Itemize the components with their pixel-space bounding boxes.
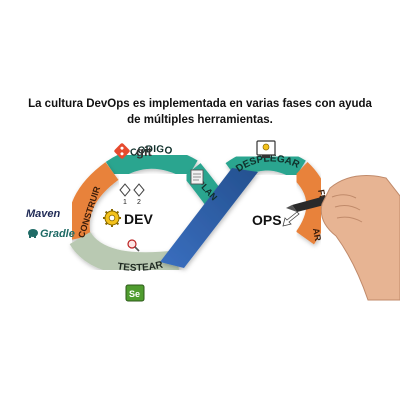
svg-text:2: 2 — [137, 199, 141, 206]
caption: La cultura DevOps es implementada en var… — [20, 96, 380, 128]
svg-text:1: 1 — [123, 199, 127, 206]
segment-codigo — [105, 146, 198, 181]
test-magnifier-icon — [127, 239, 140, 252]
phase-label-codigo: CODIGO — [129, 144, 174, 159]
selenium-icon: Se — [125, 284, 145, 302]
git-label: git — [136, 144, 153, 159]
plan-document-icon — [190, 169, 204, 185]
gradle-elephant-icon — [28, 229, 38, 238]
git-logo-icon — [114, 143, 130, 159]
phase-label-testear: TESTEAR — [117, 259, 165, 273]
maven-logo: Maven — [26, 208, 61, 220]
deploy-monitor-icon — [256, 140, 276, 158]
gradle-logo: Gradle — [40, 228, 75, 240]
segment-desplegar — [225, 148, 306, 182]
caption-line-2: de múltiples herramientas. — [127, 114, 273, 126]
monitoring-arrow-icon — [282, 211, 300, 227]
phase-label-fragment-bottom: AR — [311, 227, 323, 242]
flow-steps-icon: 1 2 — [119, 183, 145, 206]
segment-construir — [67, 162, 119, 241]
caption-line-1: La cultura DevOps es implementada en var… — [28, 98, 372, 110]
hand-with-marker-image — [286, 175, 400, 301]
ops-label: OPS — [252, 212, 282, 228]
segment-testear — [69, 231, 180, 277]
segment-crossover — [160, 168, 258, 268]
phase-label-fragment-top: FU — [316, 189, 328, 203]
svg-text:Se: Se — [129, 289, 140, 299]
dev-label: DEV — [124, 211, 153, 227]
gear-icon — [103, 209, 121, 227]
